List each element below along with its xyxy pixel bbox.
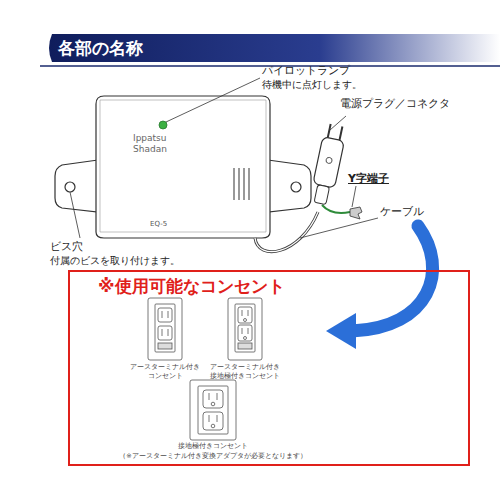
- page-title: 各部の名称: [58, 37, 143, 59]
- part-label: EQ-5: [150, 220, 167, 229]
- ground-wire: [322, 205, 350, 213]
- part-label: （※アースターミナル付き変換アダプタが必要となります）: [98, 452, 328, 460]
- header-band: [49, 34, 500, 62]
- cable: [255, 212, 318, 252]
- part-label: 電源プラグ／コネクタ: [340, 97, 450, 111]
- box-heading: ※使用可能なコンセント: [70, 272, 285, 296]
- part-label: Ippatsu Shadan: [133, 133, 177, 156]
- cable-core: [255, 212, 318, 252]
- part-label: アースターミナル付き コンセント: [127, 363, 203, 381]
- part-label: ビス穴: [50, 240, 83, 254]
- leader-lines: [70, 78, 378, 238]
- power-plug: [309, 123, 347, 206]
- outlet-earth-ground: [228, 298, 262, 360]
- outlet-earth-terminal: [148, 298, 182, 360]
- direction-arrow: [352, 226, 433, 331]
- outlet-ground: [190, 380, 236, 440]
- device-drawing: [55, 96, 311, 238]
- part-label: アースターミナル付き 接地極付きコンセント: [207, 363, 283, 381]
- part-label: パイロットランプ: [262, 64, 350, 78]
- part-label: 接地極付きコンセント: [153, 442, 273, 451]
- pilot-lamp: [159, 121, 167, 129]
- part-label: 待機中に点灯します。: [262, 79, 362, 92]
- part-label: ケーブル: [380, 205, 424, 219]
- part-label: 付属のビスを取り付けます。: [50, 255, 180, 268]
- direction-arrow-head: [326, 313, 356, 349]
- part-label: Y字端子: [348, 172, 389, 186]
- y-terminal: [350, 207, 362, 219]
